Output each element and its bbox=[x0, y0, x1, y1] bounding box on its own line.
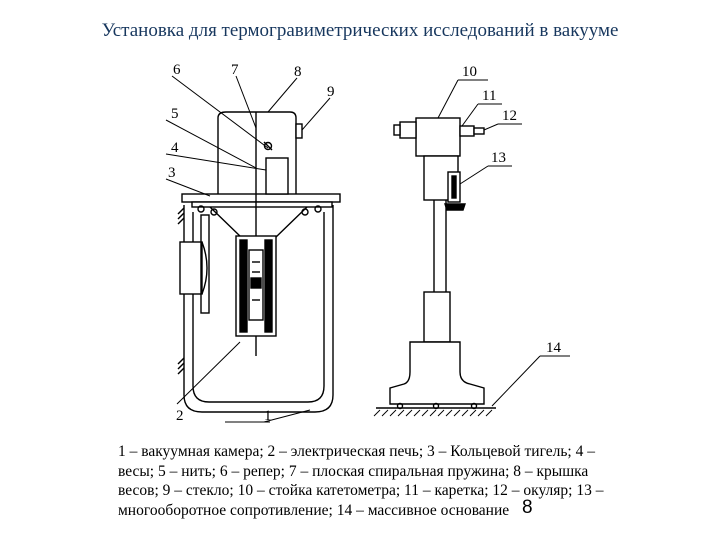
balance-housing bbox=[217, 111, 303, 236]
label-12: 12 bbox=[502, 108, 517, 124]
slide-number: 8 bbox=[522, 497, 533, 518]
electric-furnace bbox=[235, 235, 277, 356]
chamber-flange bbox=[181, 193, 341, 216]
label-11: 11 bbox=[482, 88, 496, 104]
diagram-caption: 1 – вакуумная камера; 2 – электрическая … bbox=[118, 443, 604, 519]
vacuum-chamber bbox=[177, 205, 334, 413]
cathetometer bbox=[373, 117, 496, 417]
label-1: 1 bbox=[264, 408, 272, 424]
apparatus-diagram: 1 2 3 4 5 6 7 8 9 10 11 12 13 14 bbox=[165, 62, 570, 424]
label-14: 14 bbox=[546, 340, 562, 356]
label-9: 9 bbox=[327, 84, 335, 100]
furnace-cone bbox=[209, 206, 308, 239]
label-13: 13 bbox=[491, 150, 506, 166]
label-2: 2 bbox=[176, 408, 184, 424]
leader-lines-left bbox=[165, 75, 331, 423]
label-7: 7 bbox=[231, 62, 239, 78]
label-4: 4 bbox=[171, 140, 179, 156]
diagram-labels: 1 2 3 4 5 6 7 8 9 10 11 12 13 14 bbox=[168, 62, 562, 424]
label-5: 5 bbox=[171, 106, 179, 122]
slide-title: Установка для термогравиметрических иссл… bbox=[101, 20, 619, 41]
label-8: 8 bbox=[294, 64, 302, 80]
leader-lines-right bbox=[437, 79, 570, 407]
label-6: 6 bbox=[173, 62, 181, 78]
label-10: 10 bbox=[462, 64, 477, 80]
label-3: 3 bbox=[168, 165, 176, 181]
